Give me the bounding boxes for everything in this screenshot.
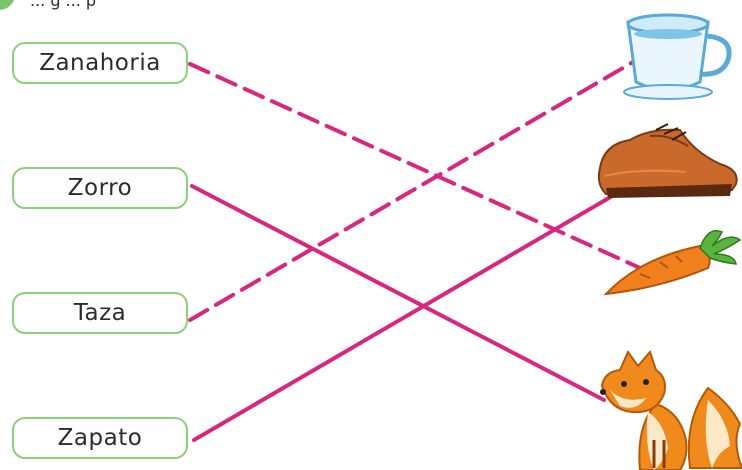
line-taza-cup <box>188 56 642 322</box>
word-label: Zanahoria <box>39 50 161 76</box>
word-box-taza[interactable]: Taza <box>12 292 188 334</box>
word-label: Zorro <box>67 175 133 201</box>
line-zanahoria-carrot <box>188 62 642 270</box>
carrot-icon[interactable] <box>603 230 742 296</box>
shoe-icon[interactable] <box>597 123 738 198</box>
cup-icon[interactable] <box>623 13 732 100</box>
word-box-zanahoria[interactable]: Zanahoria <box>12 42 188 84</box>
fox-icon[interactable] <box>600 349 742 470</box>
bullet-icon <box>0 0 14 10</box>
word-box-zorro[interactable]: Zorro <box>12 167 188 209</box>
instruction-fragment: ... g ... p <box>30 0 96 10</box>
line-zapato-shoe <box>192 186 628 442</box>
line-zorro-fox <box>190 184 606 402</box>
word-box-zapato[interactable]: Zapato <box>12 417 188 459</box>
word-label: Taza <box>73 300 127 326</box>
instruction-header: ... g ... p <box>0 0 96 10</box>
word-label: Zapato <box>57 425 143 451</box>
